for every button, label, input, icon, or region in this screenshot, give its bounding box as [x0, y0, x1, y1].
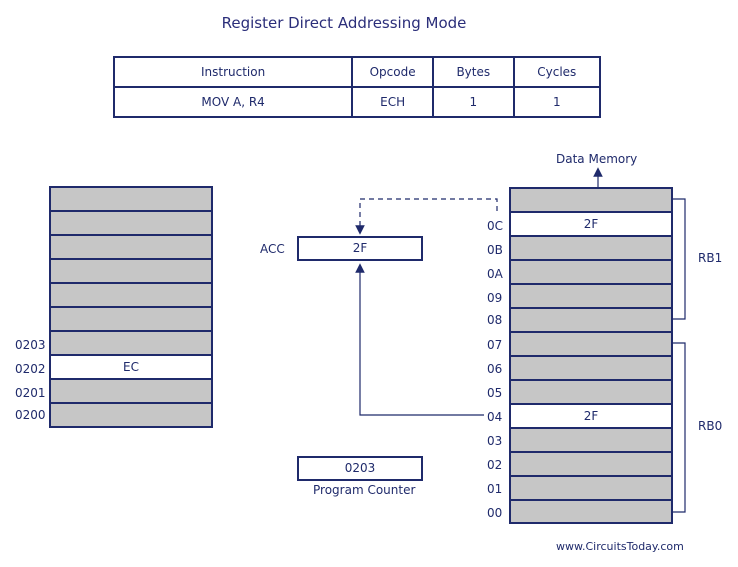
accumulator-box: 2F [297, 236, 423, 261]
diagram-title: Register Direct Addressing Mode [221, 14, 467, 32]
program-counter-label: Program Counter [313, 483, 416, 497]
header-opcode: Opcode [351, 56, 435, 88]
footer-credit: www.CircuitsToday.com [556, 540, 684, 553]
address-label-0201: 0201 [15, 386, 46, 400]
rb0-bracket [673, 342, 686, 513]
header-cycles: Cycles [512, 56, 602, 88]
table-row: MOV A, R4 ECH 1 1 [112, 86, 602, 118]
data-memory-cell-00 [509, 499, 673, 524]
data-address-label: 00 [487, 506, 503, 520]
data-address-label: 05 [487, 386, 503, 400]
data-address-label: 08 [487, 313, 503, 327]
address-label-0200: 0200 [15, 408, 46, 422]
address-label-0202: 0202 [15, 362, 46, 376]
dashed-arrow-0C-to-acc [355, 198, 498, 235]
data-address-label: 0A [487, 267, 503, 281]
header-bytes: Bytes [432, 56, 515, 88]
data-address-label: 06 [487, 362, 503, 376]
data-memory-cell-03 [509, 427, 673, 453]
table-header-row: Instruction Opcode Bytes Cycles [112, 56, 602, 88]
address-label-0203: 0203 [15, 338, 46, 352]
instruction-table: Instruction Opcode Bytes Cycles MOV A, R… [112, 56, 602, 118]
data-address-label: 09 [487, 291, 503, 305]
cell-instruction: MOV A, R4 [112, 86, 354, 118]
data-address-label: 0B [487, 243, 503, 257]
cell-cycles: 1 [512, 86, 602, 118]
cell-opcode: ECH [351, 86, 435, 118]
program-counter-box: 0203 [297, 456, 423, 481]
program-memory-cell-0201 [49, 378, 213, 404]
data-address-label: 03 [487, 434, 503, 448]
rb1-bracket [673, 198, 686, 320]
data-memory-cell-01 [509, 475, 673, 501]
header-instruction: Instruction [112, 56, 354, 88]
data-memory-cell-0A [509, 259, 673, 285]
program-memory-cell [49, 210, 213, 236]
data-address-label: 02 [487, 458, 503, 472]
data-address-label: 01 [487, 482, 503, 496]
cell-bytes: 1 [432, 86, 515, 118]
data-address-label: 04 [487, 410, 503, 424]
acc-label: ACC [260, 242, 285, 256]
bank-label-rb0: RB0 [698, 419, 723, 433]
bank-label-rb1: RB1 [698, 251, 723, 265]
program-memory-cell-0200 [49, 402, 213, 428]
data-memory-cell-08 [509, 307, 673, 333]
data-address-label: 07 [487, 338, 503, 352]
arrow-04-to-acc [355, 263, 484, 416]
data-address-label: 0C [487, 219, 504, 233]
data-memory-label: Data Memory [556, 152, 638, 166]
